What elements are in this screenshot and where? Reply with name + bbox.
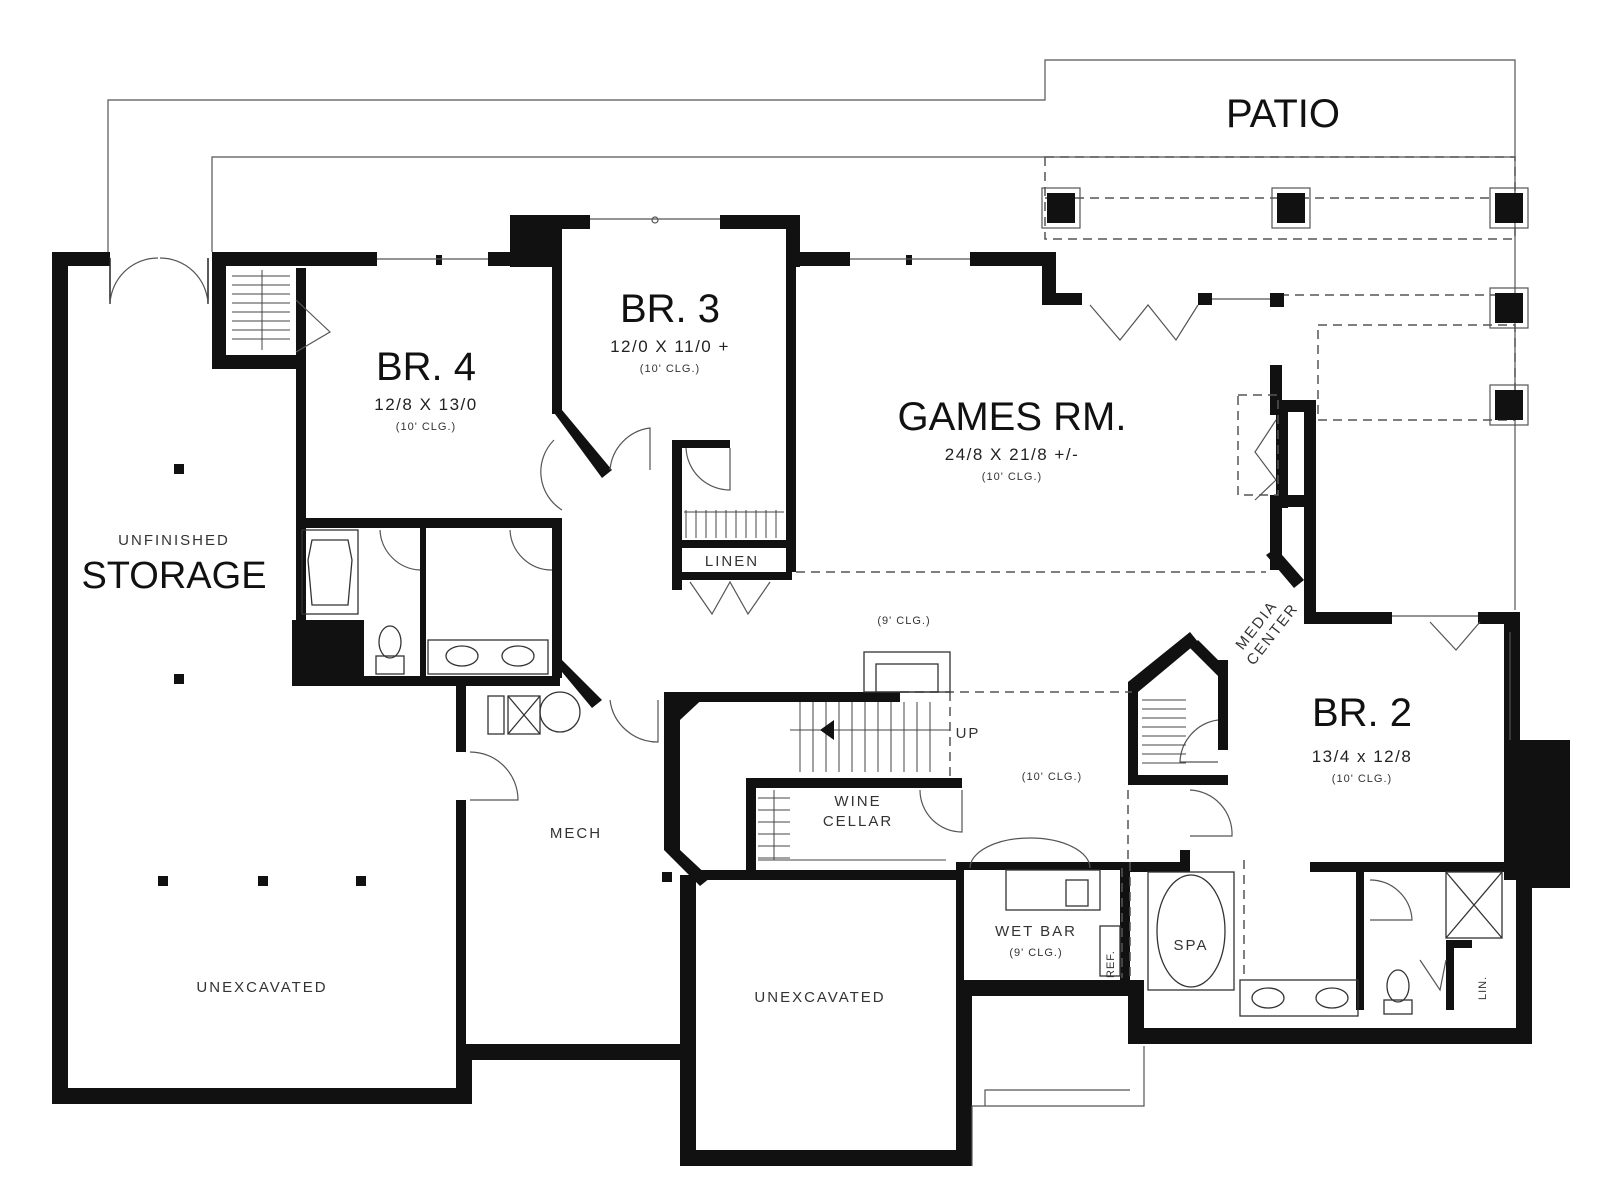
br3-dims: 12/0 X 11/0 + — [610, 337, 730, 356]
patio-column — [1489, 384, 1529, 426]
br2-label: BR. 2 — [1312, 691, 1412, 735]
wet-bar-label: WET BAR — [995, 923, 1077, 940]
storage-label: STORAGE — [81, 555, 266, 597]
br2-ceiling: (10' CLG.) — [1332, 773, 1392, 785]
unexcavated-left-label: UNEXCAVATED — [196, 979, 327, 996]
patio-label: PATIO — [1226, 92, 1340, 136]
closet-shelving — [232, 270, 1186, 861]
br2-dims: 13/4 x 12/8 — [1312, 747, 1413, 766]
patio-column — [1489, 187, 1529, 229]
room-labels: PATIO UNFINISHED STORAGE BR. 4 12/8 X 13… — [81, 92, 1489, 1006]
hall-ceiling: (9' CLG.) — [877, 615, 930, 627]
landing-ceiling: (10' CLG.) — [1022, 771, 1082, 783]
stair-up-label: UP — [956, 725, 981, 742]
windows — [377, 216, 1511, 740]
exterior-walls — [52, 215, 1570, 1166]
interior-walls — [158, 222, 1520, 1050]
linen-label: LINEN — [705, 553, 759, 570]
br4-label: BR. 4 — [376, 345, 476, 389]
patio-column — [1271, 187, 1311, 229]
wine-cellar-label: WINE — [834, 793, 881, 810]
patio-column — [1041, 187, 1081, 229]
wine-cellar-label-2: CELLAR — [823, 813, 893, 830]
unexcavated-center-label: UNEXCAVATED — [754, 989, 885, 1006]
fixtures — [301, 394, 1503, 1166]
staircase — [790, 651, 951, 772]
media-center-label: MEDIA CENTER — [1229, 589, 1302, 669]
br4-ceiling: (10' CLG.) — [396, 421, 456, 433]
ref-label: REF. — [1105, 950, 1117, 978]
br3-ceiling: (10' CLG.) — [640, 363, 700, 375]
patio-columns — [1041, 187, 1529, 426]
wet-bar-ceiling: (9' CLG.) — [1009, 947, 1062, 959]
games-label: GAMES RM. — [898, 395, 1127, 439]
games-ceiling: (10' CLG.) — [982, 471, 1042, 483]
games-dims: 24/8 X 21/8 +/- — [945, 445, 1080, 464]
br3-label: BR. 3 — [620, 287, 720, 331]
br4-dims: 12/8 X 13/0 — [374, 395, 477, 414]
storage-sublabel: UNFINISHED — [118, 532, 230, 549]
patio-column — [1489, 287, 1529, 329]
spa-label: SPA — [1174, 937, 1209, 954]
mech-label: MECH — [550, 825, 602, 842]
lin-label: LIN. — [1477, 976, 1489, 1000]
doors — [109, 257, 1481, 992]
